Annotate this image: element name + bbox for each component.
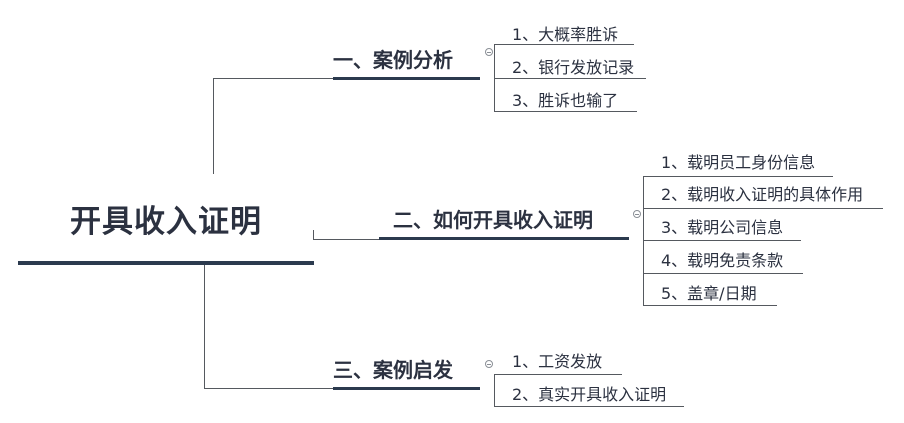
branch-3-title[interactable]: 三、案例启发 [333,358,453,382]
branch-2-item-1[interactable]: 1、载明员工身份信息 [661,153,816,172]
branch-2-item-2[interactable]: 2、载明收入证明的具体作用 [661,185,864,204]
branch-1-item-3-underline [494,111,637,112]
branch-2-item-1-underline [643,176,833,177]
branch-3-item-1[interactable]: 1、工资发放 [512,352,603,371]
branch-2-item-5-underline [643,305,777,306]
branch-1-item-3[interactable]: 3、胜诉也输了 [512,91,619,110]
connector-root-to-branch-2 [313,230,314,240]
branch-2-item-4[interactable]: 4、载明免责条款 [661,251,784,270]
branch-3-bracket [494,374,495,406]
connector-branch-3-horizontal [204,388,333,389]
branch-1-collapse-icon[interactable] [485,48,493,56]
branch-1-item-1[interactable]: 1、大概率胜诉 [512,25,619,44]
branch-2-item-5[interactable]: 5、盖章/日期 [661,284,757,303]
branch-3-item-1-underline [494,374,622,375]
branch-3-item-2-underline [494,406,684,407]
branch-1-underline [333,77,480,80]
branch-2-item-2-underline [643,208,883,209]
connector-branch-2-horizontal [313,239,379,240]
branch-2-item-4-underline [643,273,803,274]
connector-branch-1-horizontal [213,78,333,79]
root-topic-underline [18,261,314,265]
branch-1-item-2-underline [494,78,646,79]
branch-2-collapse-icon[interactable] [633,210,641,218]
branch-2-item-3-underline [643,240,801,241]
branch-2-title[interactable]: 二、如何开具收入证明 [393,208,593,232]
branch-3-collapse-icon[interactable] [485,360,493,368]
connector-root-to-branch-3 [204,265,205,389]
branch-2-item-3[interactable]: 3、载明公司信息 [661,218,784,237]
branch-1-title[interactable]: 一、案例分析 [333,48,453,72]
branch-2-underline [379,237,629,240]
root-topic-title: 开具收入证明 [70,204,262,240]
branch-1-item-2[interactable]: 2、银行发放记录 [512,58,635,77]
connector-root-to-branch-1 [213,78,214,174]
branch-3-item-2[interactable]: 2、真实开具收入证明 [512,385,667,404]
branch-1-item-1-underline [494,44,634,45]
branch-3-underline [333,387,480,390]
